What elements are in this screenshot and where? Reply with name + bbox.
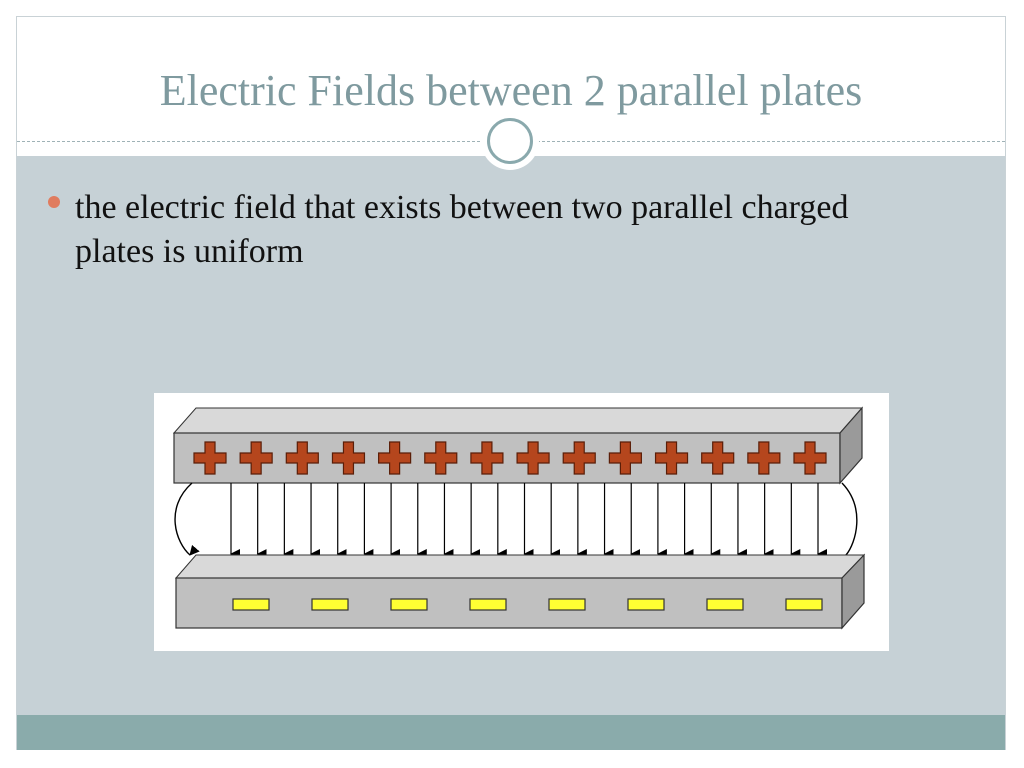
minus-charge-icon — [785, 598, 823, 611]
divider-ring-icon — [481, 112, 539, 170]
right-fringe-field-line — [841, 482, 858, 565]
plus-charge-icon — [331, 441, 366, 475]
negative-plate-top-face — [174, 554, 866, 579]
negative-charges — [232, 598, 823, 611]
plus-charge-icon — [424, 441, 458, 475]
slide-title: Electric Fields between 2 parallel plate… — [159, 66, 863, 115]
left-fringe-field-line — [174, 482, 200, 556]
ring-icon — [487, 118, 533, 164]
plus-charge-icon — [562, 441, 596, 475]
plus-charge-icon — [701, 441, 735, 475]
positive-plate-side-face — [839, 406, 863, 485]
plus-charge-icon — [608, 441, 642, 475]
plus-charge-icon — [378, 441, 412, 475]
bullet-dot-icon — [48, 196, 60, 208]
negative-plate-side-face — [841, 553, 865, 630]
parallel-plates-svg — [154, 393, 889, 651]
plus-charge-icon — [470, 441, 504, 475]
plus-charge-icon — [193, 441, 227, 475]
footer-bar — [17, 715, 1005, 750]
minus-charge-icon — [706, 598, 744, 611]
positive-charges — [193, 441, 827, 475]
minus-charge-icon — [311, 598, 349, 611]
plus-charge-icon — [747, 441, 781, 475]
plus-charge-icon — [793, 441, 827, 475]
minus-charge-icon — [627, 598, 665, 611]
parallel-plates-diagram — [154, 393, 889, 651]
field-lines — [230, 483, 827, 559]
positive-plate-front-face — [173, 432, 841, 484]
negative-plate — [174, 553, 866, 630]
positive-plate-top-face — [172, 407, 864, 434]
minus-charge-icon — [548, 598, 586, 611]
bullet-text: the electric field that exists between t… — [75, 189, 849, 270]
minus-charge-icon — [232, 598, 270, 611]
plus-charge-icon — [285, 441, 319, 475]
minus-charge-icon — [390, 598, 428, 611]
plus-charge-icon — [654, 441, 689, 475]
minus-charge-icon — [469, 598, 507, 611]
plus-charge-icon — [516, 441, 550, 475]
plus-charge-icon — [239, 441, 273, 475]
